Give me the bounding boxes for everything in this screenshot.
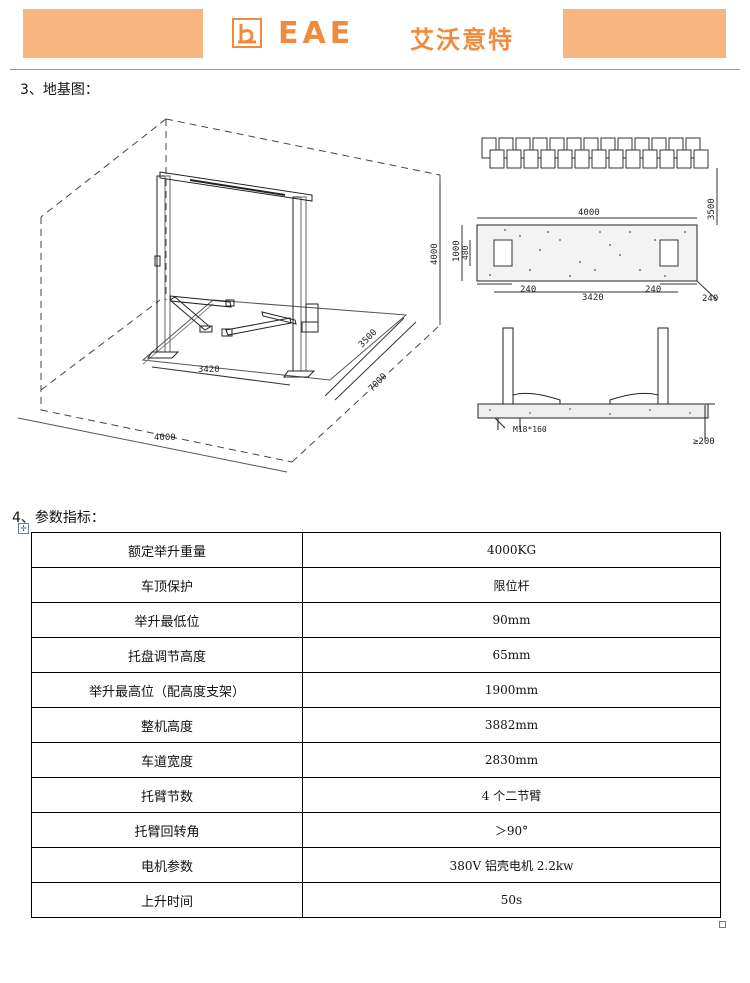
foundation-drawing: 3420 4000 3500 7000 4000 (17, 118, 718, 473)
section-title-foundation: 3、地基图： (20, 82, 99, 98)
logo-mark-icon (232, 18, 262, 48)
param-label: 车道宽度 (31, 742, 303, 778)
header-right-band (563, 9, 726, 58)
plan-dim-240a: 240 (520, 285, 536, 295)
brand-name-cn: 艾沃意特 (410, 26, 514, 54)
table-row: 车顶保护限位杆 (31, 567, 721, 603)
depth-label: ≥200 (693, 437, 715, 447)
header-divider (10, 69, 740, 70)
table-move-handle-icon[interactable]: ✛ (18, 523, 29, 534)
plan-dim-240c: 240 (702, 294, 718, 304)
param-value: 限位杆 (302, 567, 721, 603)
iso-dim-height: 4000 (430, 243, 440, 265)
param-value: 4 个二节臂 (302, 777, 721, 813)
company-logo: EAE 艾沃意特 (232, 16, 552, 54)
plan-dim-480: 480 (461, 245, 470, 260)
plan-dim-1000: 1000 (452, 240, 462, 262)
iso-dim-4000: 4000 (154, 433, 176, 443)
param-label: 额定举升重量 (31, 532, 303, 568)
section-title-parameters: 4、参数指标： (12, 510, 105, 526)
param-label: 托臂节数 (31, 777, 303, 813)
plan-dim-3500: 3500 (707, 198, 717, 220)
param-value: 50s (302, 882, 721, 918)
plan-dim-240b: 240 (645, 285, 661, 295)
param-label: 举升最高位（配高度支架） (31, 672, 303, 708)
iso-dim-3420: 3420 (198, 365, 220, 375)
param-label: 车顶保护 (31, 567, 303, 603)
param-value: ＞90° (302, 812, 721, 848)
plan-dim-4000: 4000 (578, 208, 600, 218)
param-value: 4000KG (302, 532, 721, 568)
param-value: 3882mm (302, 707, 721, 743)
param-label: 上升时间 (31, 882, 303, 918)
plan-dim-3420: 3420 (582, 293, 604, 303)
header-left-band (23, 9, 203, 58)
param-label: 电机参数 (31, 847, 303, 883)
table-row: 托臂回转角＞90° (31, 812, 721, 848)
table-resize-handle[interactable] (719, 921, 726, 928)
plan-top-blocks (481, 137, 709, 169)
param-label: 托盘调节高度 (31, 637, 303, 673)
param-value: 380V 铝壳电机 2.2kw (302, 847, 721, 883)
param-label: 举升最低位 (31, 602, 303, 638)
iso-dim-7000: 7000 (367, 372, 389, 394)
param-label: 托臂回转角 (31, 812, 303, 848)
param-value: 90mm (302, 602, 721, 638)
param-value: 1900mm (302, 672, 721, 708)
bolt-label: M18*160 (513, 425, 547, 434)
isometric-view (17, 118, 441, 473)
elevation-view (477, 327, 715, 440)
param-value: 2830mm (302, 742, 721, 778)
param-label: 整机高度 (31, 707, 303, 743)
param-value: 65mm (302, 637, 721, 673)
table-row: 举升最高位（配高度支架）1900mm (31, 672, 721, 708)
brand-name: EAE (278, 16, 355, 51)
